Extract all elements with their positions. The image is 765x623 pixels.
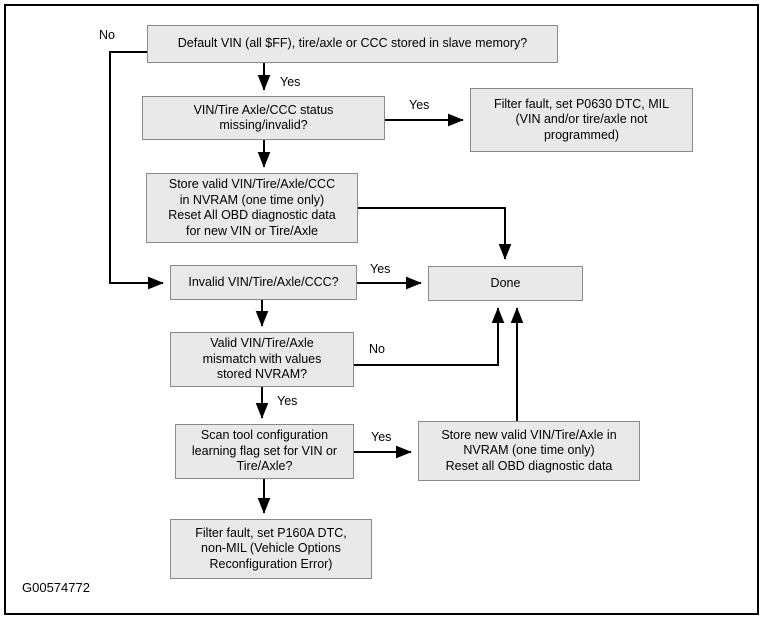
- node-filter-fault-p160a[interactable]: Filter fault, set P160A DTC, non-MIL (Ve…: [170, 519, 372, 579]
- edge-label-yes-2: Yes: [409, 98, 430, 112]
- node-store-new-valid-vin[interactable]: Store new valid VIN/Tire/Axle in NVRAM (…: [418, 421, 640, 481]
- node-default-vin-check[interactable]: Default VIN (all $FF), tire/axle or CCC …: [147, 25, 558, 63]
- node-mismatch-check[interactable]: Valid VIN/Tire/Axle mismatch with values…: [170, 332, 354, 387]
- figure-border: [4, 4, 759, 615]
- edge-label-yes-5: Yes: [371, 430, 392, 444]
- figure-id-label: G00574772: [22, 580, 90, 595]
- edge-n1-n5-no: [109, 51, 164, 290]
- edges-group: [109, 51, 524, 514]
- edge-n7-n6-no: [354, 307, 505, 366]
- node-filter-fault-p0630[interactable]: Filter fault, set P0630 DTC, MIL (VIN an…: [470, 88, 693, 152]
- edge-label-yes-4: Yes: [277, 394, 298, 408]
- edge-n4-n6: [358, 207, 512, 260]
- edge-label-yes-1: Yes: [280, 75, 301, 89]
- node-done[interactable]: Done: [428, 266, 583, 301]
- node-store-valid-vin[interactable]: Store valid VIN/Tire/Axle/CCC in NVRAM (…: [146, 173, 358, 243]
- node-scan-tool-flag-check[interactable]: Scan tool configuration learning flag se…: [175, 424, 354, 479]
- edge-label-no-2: No: [369, 342, 385, 356]
- node-invalid-vin-check[interactable]: Invalid VIN/Tire/Axle/CCC?: [170, 265, 357, 300]
- node-vin-status-check[interactable]: VIN/Tire Axle/CCC status missing/invalid…: [142, 96, 385, 140]
- edge-label-yes-3: Yes: [370, 262, 391, 276]
- edge-label-no-top: No: [99, 28, 115, 42]
